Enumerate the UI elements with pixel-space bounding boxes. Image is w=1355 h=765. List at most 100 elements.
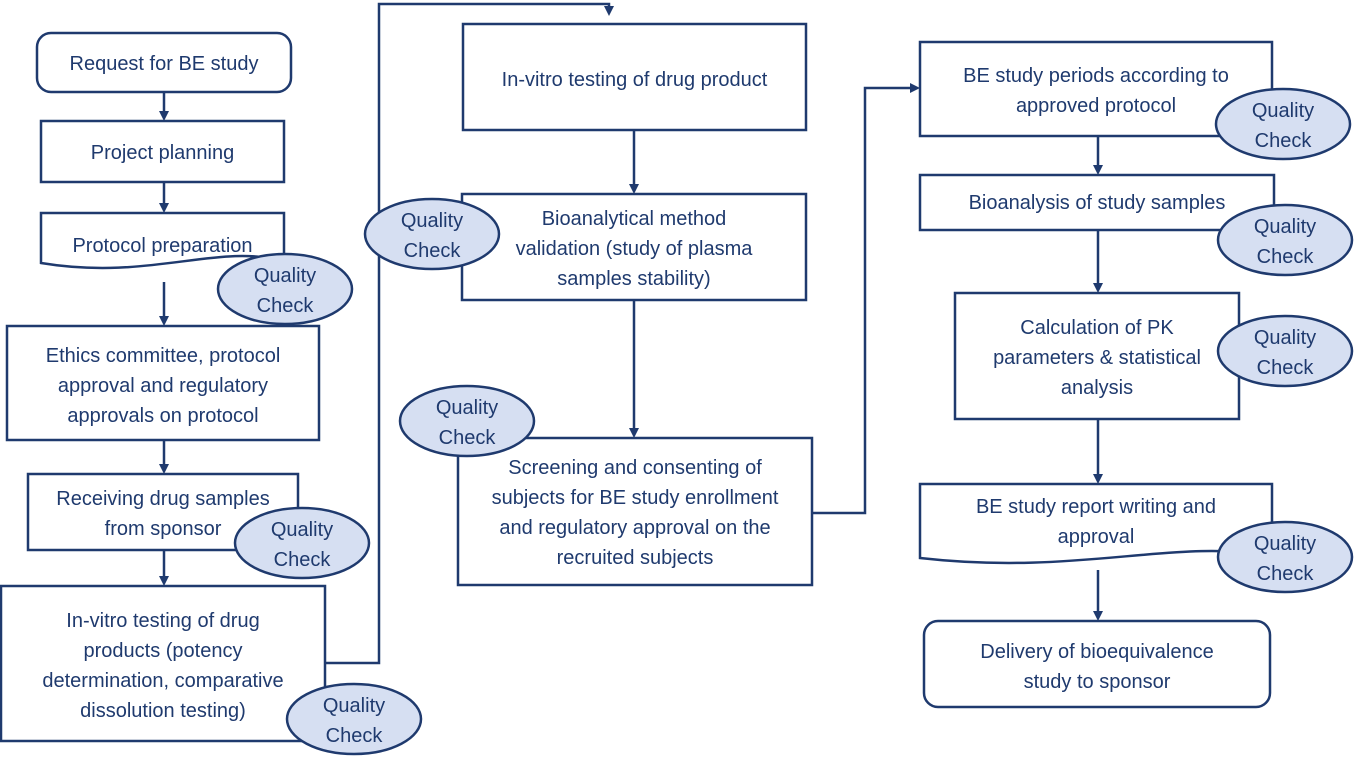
quality-check-line: Quality	[436, 397, 498, 419]
connector-arrow	[1093, 570, 1103, 621]
arrowhead	[629, 428, 639, 438]
node-pk-calc-line: Calculation of PK	[1020, 317, 1174, 339]
node-screening-text: Screening and consenting of subjects for …	[492, 457, 779, 569]
node-study-periods-box	[918, 40, 1274, 138]
node-delivery: Delivery of bioequivalence study to spons…	[922, 619, 1272, 709]
node-invitro-product: In-vitro testing of drug product	[461, 22, 808, 132]
quality-check-ellipse	[1216, 203, 1354, 277]
quality-check-line: Check	[257, 295, 315, 317]
connector-arrow	[159, 182, 169, 213]
quality-check-line: Check	[1255, 130, 1313, 152]
quality-check-line: Check	[404, 240, 462, 262]
quality-check-ellipse	[285, 682, 423, 756]
quality-check-line: Quality	[271, 519, 333, 541]
node-bioanalysis: Bioanalysis of study samples	[918, 173, 1276, 232]
arrowhead	[910, 83, 920, 93]
quality-check-line: Check	[1257, 246, 1315, 268]
connector-arrow	[629, 130, 639, 194]
node-planning-line: Project planning	[91, 142, 234, 164]
connector-arrow	[159, 550, 169, 586]
connector-arrow	[159, 92, 169, 121]
arrowhead	[1093, 283, 1103, 293]
node-invitro-products-line: In-vitro testing of drug	[66, 610, 259, 632]
arrowhead	[159, 576, 169, 586]
node-invitro-product-box	[461, 22, 808, 132]
node-bioanalysis-box	[918, 173, 1276, 232]
node-delivery-line: Delivery of bioequivalence	[980, 641, 1213, 663]
node-pk-calc-line: analysis	[1061, 377, 1133, 399]
node-invitro-products-line: dissolution testing)	[80, 700, 246, 722]
node-study-periods: BE study periods according to approved pr…	[918, 40, 1274, 138]
node-protocol-prep: Protocol preparation	[39, 211, 286, 270]
arrowhead	[159, 464, 169, 474]
node-bioanalytical-line: validation (study of plasma	[516, 238, 754, 260]
node-ethics: Ethics committee, protocol approval and r…	[5, 324, 321, 442]
node-protocol-prep-line: Protocol preparation	[72, 235, 252, 257]
node-ethics-text: Ethics committee, protocol approval and r…	[46, 345, 281, 427]
quality-check-line: Quality	[1252, 100, 1314, 122]
node-study-periods-line: BE study periods according to	[963, 65, 1229, 87]
node-planning-text: Project planning	[91, 142, 234, 164]
connector-line	[325, 2, 611, 665]
node-protocol-prep-text: Protocol preparation	[72, 235, 252, 257]
node-screening-line: subjects for BE study enrollment	[492, 487, 779, 509]
node-invitro-products-line: products (potency	[84, 640, 243, 662]
arrowhead	[1093, 611, 1103, 621]
node-screening: Screening and consenting of subjects for …	[456, 436, 814, 587]
quality-check-line: Check	[1257, 357, 1315, 379]
node-delivery-box	[922, 619, 1272, 709]
node-bioanalysis-line: Bioanalysis of study samples	[969, 192, 1226, 214]
node-invitro-products-line: determination, comparative	[42, 670, 283, 692]
arrowhead	[159, 316, 169, 326]
node-invitro-product-text: In-vitro testing of drug product	[502, 69, 768, 91]
connectors	[159, 2, 1103, 665]
node-bioanalytical-line: Bioanalytical method	[542, 208, 727, 230]
arrowhead	[604, 6, 614, 16]
node-ethics-line: approval and regulatory	[58, 375, 268, 397]
quality-check-ellipse	[216, 252, 354, 326]
node-receiving-line: Receiving drug samples	[56, 488, 269, 510]
arrowhead	[159, 111, 169, 121]
node-invitro-products-text: In-vitro testing of drug products (potenc…	[42, 610, 283, 722]
quality-check-line: Check	[439, 427, 497, 449]
node-request: Request for BE study	[35, 31, 293, 94]
quality-check-line: Check	[274, 549, 332, 571]
connector-arrow	[159, 282, 169, 326]
node-delivery-line: study to sponsor	[1024, 671, 1171, 693]
quality-check-ellipse	[233, 506, 371, 580]
node-invitro-product-line: In-vitro testing of drug product	[502, 69, 768, 91]
quality-check-ellipse	[1216, 520, 1354, 594]
quality-check-line: Quality	[401, 210, 463, 232]
node-bioanalytical-text: Bioanalytical method validation (study of…	[516, 208, 754, 290]
node-screening-line: Screening and consenting of	[508, 457, 762, 479]
connector-arrow	[812, 83, 920, 515]
node-ethics-line: Ethics committee, protocol	[46, 345, 281, 367]
node-study-periods-line: approved protocol	[1016, 95, 1176, 117]
quality-check-ellipse	[363, 197, 501, 271]
node-request-text: Request for BE study	[70, 53, 259, 75]
quality-check-line: Quality	[323, 695, 385, 717]
connector-line	[812, 86, 910, 515]
arrowhead	[629, 184, 639, 194]
node-report-line: BE study report writing and	[976, 496, 1216, 518]
node-invitro-products-box	[0, 584, 327, 743]
quality-check-line: Quality	[254, 265, 316, 287]
quality-check-line: Check	[326, 725, 384, 747]
quality-check-ellipse	[1214, 87, 1352, 161]
connector-arrow	[325, 2, 614, 665]
